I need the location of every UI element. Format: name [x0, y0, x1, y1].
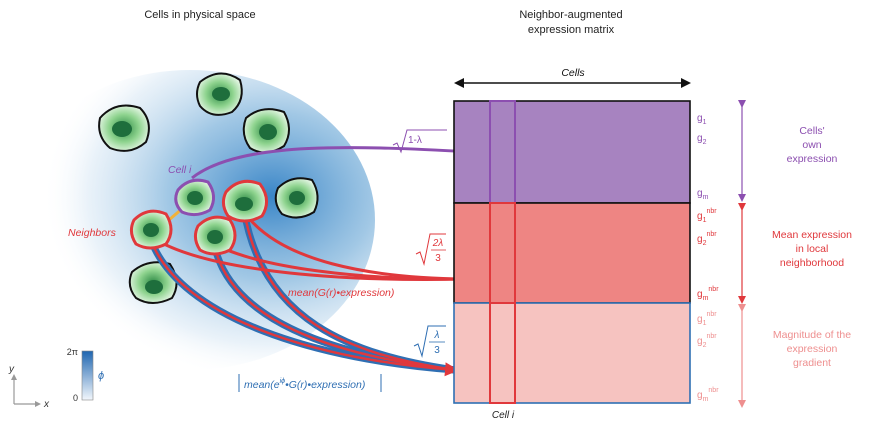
svg-text:expression: expression — [787, 153, 838, 165]
svg-text:expression: expression — [787, 343, 838, 355]
row-label: g — [697, 211, 703, 222]
svg-text:neighborhood: neighborhood — [780, 257, 844, 269]
svg-text:own: own — [802, 139, 821, 151]
neighbor-cell — [129, 209, 173, 250]
coef-mean-den: 3 — [435, 253, 441, 264]
cell-i-column-label: Cell i — [492, 410, 515, 421]
y-axis-label: y — [8, 364, 15, 375]
row-label: g — [697, 133, 703, 144]
svg-text:g2: g2 — [697, 133, 707, 146]
cells-axis-label: Cells — [561, 67, 585, 79]
row-labels-mean: g1nbr g2nbr gmnbr — [697, 208, 719, 302]
svg-text:gradient: gradient — [793, 357, 831, 369]
colorbar-symbol: ϕ — [98, 370, 104, 382]
cell — [98, 104, 150, 152]
expression-matrix — [453, 100, 691, 404]
right-panel-title-line2: expression matrix — [528, 24, 615, 36]
cell — [196, 72, 243, 116]
cell-i — [174, 178, 215, 217]
left-panel-title: Cells in physical space — [144, 9, 255, 21]
gradient-arrows — [146, 209, 459, 377]
own-expression-arrow — [191, 146, 476, 180]
cells-axis: Cells — [454, 67, 691, 88]
tissue-panel: Cell i Neighbors — [5, 70, 476, 377]
svg-text:g1nbr: g1nbr — [697, 311, 717, 327]
row-label: g — [697, 390, 703, 401]
colorbar-max: 2π — [67, 347, 78, 357]
row-label: g — [697, 289, 703, 300]
gradient-block — [453, 302, 691, 404]
row-labels-grad: g1nbr g2nbr gmnbr — [697, 311, 719, 403]
svg-text:gmnbr: gmnbr — [697, 286, 719, 302]
row-label: g — [697, 314, 703, 325]
coordinate-axes: y x — [8, 364, 50, 410]
svg-text:g1: g1 — [697, 113, 707, 126]
block-label-mean: Mean expression in local neighborhood — [772, 229, 852, 269]
svg-text:gm: gm — [697, 188, 709, 201]
row-label: g — [697, 234, 703, 245]
x-axis-label: x — [43, 399, 50, 410]
block-label-own: Cells' own expression — [787, 125, 838, 165]
svg-text:g2nbr: g2nbr — [697, 333, 717, 349]
mean-formula: mean(G(r)•expression) — [288, 287, 394, 299]
svg-text:g1nbr: g1nbr — [697, 208, 717, 224]
own-expression-block — [453, 100, 691, 204]
coef-grad-num: λ — [434, 330, 440, 341]
phase-colorbar: 2π 0 ϕ — [67, 347, 104, 403]
gradient-formula-suffix: •G(r)•expression) — [285, 379, 365, 391]
coef-mean: 2λ 3 — [415, 233, 446, 266]
neighbors-label: Neighbors — [68, 227, 117, 239]
coef-grad-den: 3 — [434, 345, 440, 356]
svg-text:in local: in local — [796, 243, 829, 255]
row-label: g — [697, 188, 703, 199]
block-label-grad: Magnitude of the expression gradient — [773, 329, 851, 369]
coef-grad: λ 3 — [413, 325, 446, 358]
right-panel-title-line1: Neighbor-augmented — [519, 9, 622, 21]
neighbor-cell — [193, 215, 237, 256]
cell-i-column-grad — [489, 302, 516, 404]
coef-own: 1-λ — [392, 129, 447, 154]
coef-own-text: 1-λ — [408, 135, 422, 146]
neighbor-cell — [221, 179, 268, 223]
cell — [242, 108, 290, 154]
mean-expression-block — [453, 202, 691, 304]
svg-text:Cells': Cells' — [799, 125, 824, 137]
coef-mean-num: 2λ — [432, 238, 444, 249]
colorbar-min: 0 — [73, 393, 78, 403]
svg-text:g2nbr: g2nbr — [697, 231, 717, 247]
gradient-formula: mean(eiϕ•G(r)•expression) — [238, 374, 382, 392]
cell — [274, 177, 319, 219]
svg-text:gmnbr: gmnbr — [697, 387, 719, 403]
row-labels-own: g1 g2 gm — [697, 113, 709, 201]
svg-text:Mean expression: Mean expression — [772, 229, 852, 241]
cell — [128, 261, 178, 304]
svg-text:mean(eiϕ•G(r)•expression): mean(eiϕ•G(r)•expression) — [244, 378, 365, 391]
gradient-formula-prefix: mean(e — [244, 379, 280, 391]
row-label: g — [697, 113, 703, 124]
cell-i-label: Cell i — [168, 164, 192, 176]
row-label: g — [697, 336, 703, 347]
gradient-formula-exponent: iϕ — [280, 378, 286, 385]
svg-text:Magnitude of the: Magnitude of the — [773, 329, 851, 341]
mean-arrows — [149, 211, 469, 286]
